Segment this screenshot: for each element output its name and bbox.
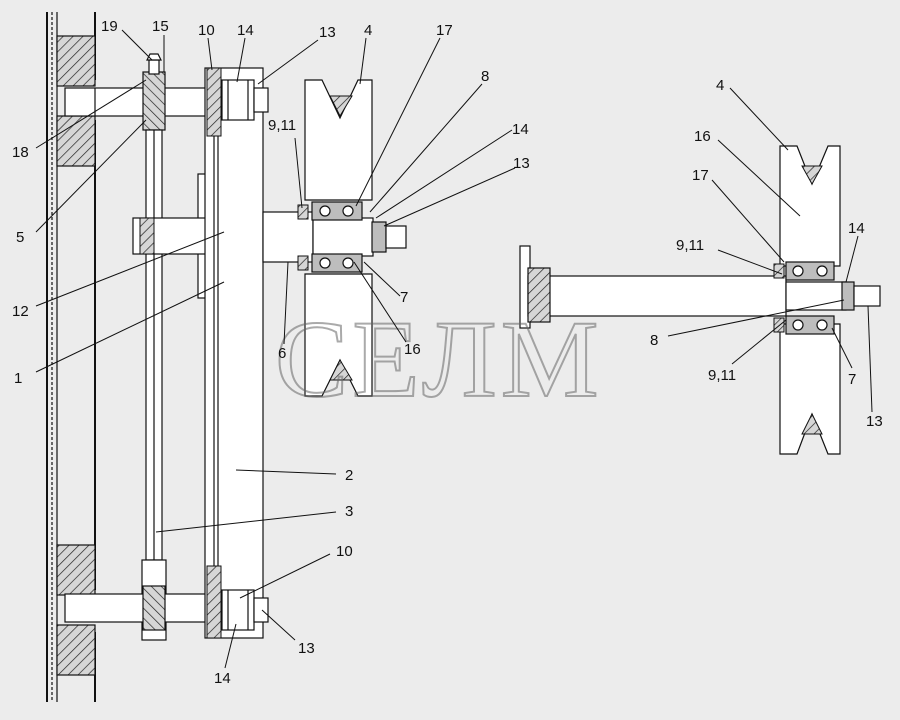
callout-14-mid: 14 xyxy=(512,121,529,138)
frame-plate xyxy=(204,67,264,639)
callout-9-11-left: 9,11 xyxy=(268,117,296,134)
callout-17-right: 17 xyxy=(692,167,709,184)
callout-8-left: 8 xyxy=(481,68,489,85)
callout-14-bottom: 14 xyxy=(214,670,231,687)
callout-12: 12 xyxy=(12,303,29,320)
vertical-rod xyxy=(141,129,167,641)
right-shaft xyxy=(519,245,881,329)
callout-13-mid: 13 xyxy=(513,155,530,172)
callout-10-top: 10 xyxy=(198,22,215,39)
callout-1: 1 xyxy=(14,370,22,387)
wall-part xyxy=(46,12,96,702)
watermark-text: СЕЛМ xyxy=(275,298,603,420)
callout-14-right: 14 xyxy=(848,220,865,237)
lower-shaft xyxy=(64,585,216,631)
callout-14-top: 14 xyxy=(237,22,254,39)
left-pulley xyxy=(297,79,373,397)
callout-3: 3 xyxy=(345,503,353,520)
callout-labels-left: 19 15 10 14 13 4 17 8 14 13 9,11 18 5 12… xyxy=(12,18,530,687)
upper-shaft xyxy=(64,53,216,131)
callout-labels-right: 4 16 17 9,11 14 8 9,11 7 13 xyxy=(650,77,883,430)
lower-bolt xyxy=(221,589,269,631)
callout-4-left: 4 xyxy=(364,22,372,39)
callout-19: 19 xyxy=(101,18,118,35)
callout-5: 5 xyxy=(16,229,24,246)
upper-bolt xyxy=(221,79,269,121)
callout-17-left: 17 xyxy=(436,22,453,39)
callout-15: 15 xyxy=(152,18,169,35)
callout-13-bottom: 13 xyxy=(298,640,315,657)
callout-13-top: 13 xyxy=(319,24,336,41)
leader-lines xyxy=(35,29,873,669)
callout-7-right: 7 xyxy=(848,371,856,388)
callout-9-11-right-top: 9,11 xyxy=(676,237,704,254)
callout-13-right: 13 xyxy=(866,413,883,430)
callout-8-right: 8 xyxy=(650,332,658,349)
pulley-tube xyxy=(262,211,407,263)
callout-10-bottom: 10 xyxy=(336,543,353,560)
callout-18: 18 xyxy=(12,144,29,161)
callout-16-left: 16 xyxy=(404,341,421,358)
left-assembly xyxy=(46,12,407,702)
callout-4-right: 4 xyxy=(716,77,724,94)
right-assembly xyxy=(519,145,881,455)
callout-2: 2 xyxy=(345,467,353,484)
callout-6: 6 xyxy=(278,345,286,362)
callout-9-11-right-bottom: 9,11 xyxy=(708,367,736,384)
right-pulley xyxy=(773,145,841,455)
callout-7-left: 7 xyxy=(400,289,408,306)
callout-16-right: 16 xyxy=(694,128,711,145)
